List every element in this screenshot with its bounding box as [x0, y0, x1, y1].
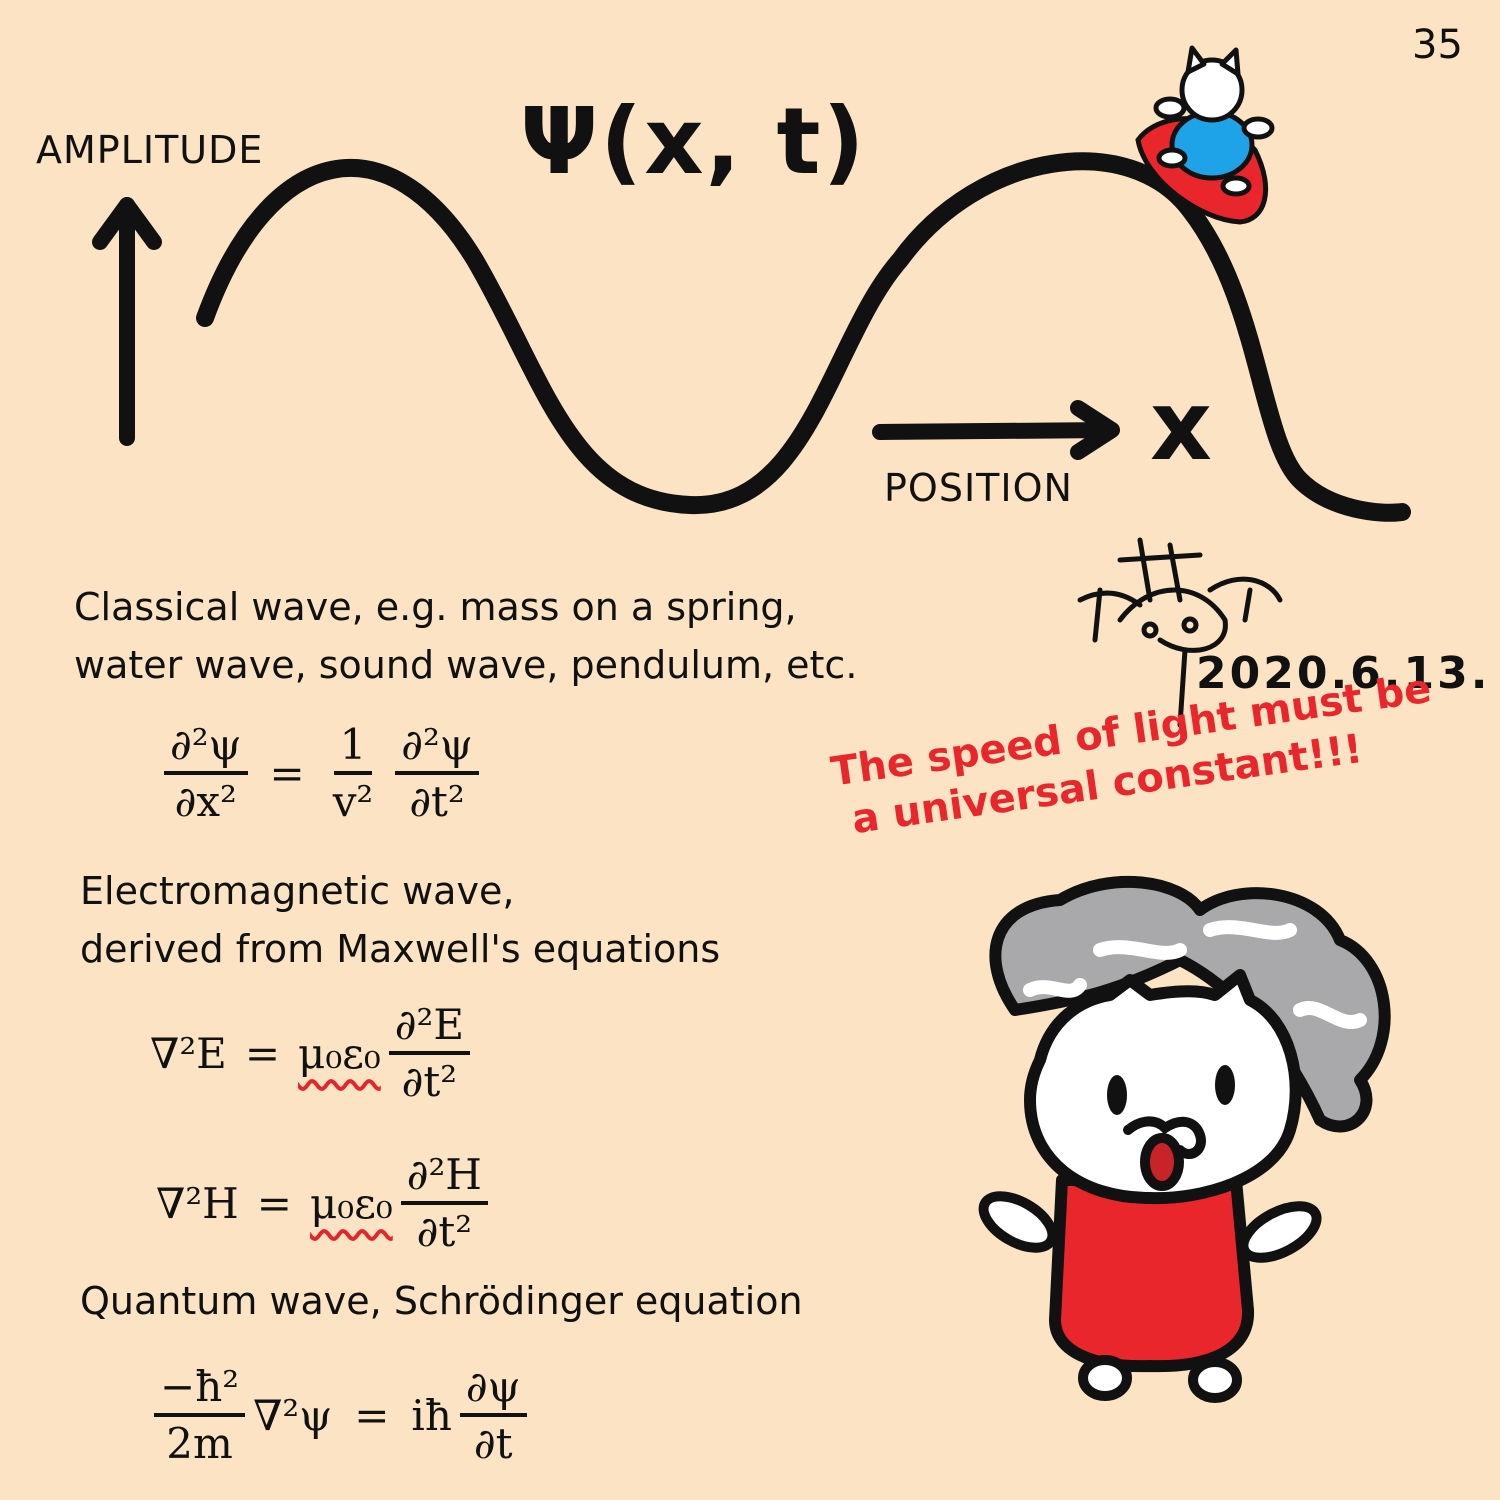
- classical-line-2: water wave, sound wave, pendulum, etc.: [74, 643, 858, 687]
- character-right-arm: [1238, 1201, 1322, 1263]
- maxwell-e-rhs-fraction: ∂²E ∂t²: [388, 1000, 470, 1106]
- classical-coefficient-denominator: v²: [332, 777, 374, 826]
- em-line-1: Electromagnetic wave,: [80, 869, 515, 913]
- amplitude-axis-arrow: [92, 197, 162, 446]
- classical-wave-description: Classical wave, e.g. mass on a spring, w…: [74, 578, 857, 694]
- character-right-foot: [1188, 1357, 1242, 1403]
- einstein-cat-character: [978, 875, 1391, 1403]
- maxwell-h-rhs-numerator: ∂²H: [400, 1150, 488, 1205]
- wavefunction-title: Ψ(x, t): [520, 88, 867, 195]
- signature-date: 2020.6.13.: [1196, 648, 1491, 699]
- schrodinger-coefficient-denominator: 2m: [166, 1419, 233, 1468]
- page-number: 35: [1412, 22, 1463, 68]
- character-head: [1024, 969, 1302, 1205]
- classical-wave-equation: ∂²ψ ∂x² = 1 v² ∂²ψ ∂t²: [156, 720, 487, 826]
- classical-line-1: Classical wave, e.g. mass on a spring,: [74, 585, 797, 629]
- amplitude-label: AMPLITUDE: [36, 128, 264, 172]
- character-left-eye: [1107, 1075, 1127, 1115]
- classical-lhs-numerator: ∂²ψ: [164, 720, 248, 775]
- maxwell-h-equals: =: [256, 1178, 292, 1228]
- schrodinger-equation: −ħ² 2m ∇²ψ = iħ ∂ψ ∂t: [146, 1362, 535, 1468]
- classical-coefficient-fraction: 1 v²: [327, 720, 380, 826]
- em-line-2: derived from Maxwell's equations: [80, 927, 721, 971]
- classical-lhs-fraction: ∂²ψ ∂x²: [164, 720, 248, 826]
- maxwell-e-equals: =: [244, 1028, 281, 1078]
- maxwell-e-equation: ∇²E = μ₀ε₀ ∂²E ∂t²: [150, 1000, 478, 1106]
- schrodinger-equals: =: [354, 1390, 390, 1440]
- wave-curve: [196, 152, 1411, 522]
- classical-lhs-denominator: ∂x²: [174, 777, 237, 826]
- maxwell-h-rhs-denominator: ∂t²: [416, 1207, 473, 1256]
- character-left-foot: [1078, 1355, 1132, 1401]
- maxwell-e-rhs-denominator: ∂t²: [401, 1057, 458, 1106]
- maxwell-h-lhs: ∇²H: [156, 1178, 239, 1228]
- character-right-eye: [1215, 1065, 1235, 1105]
- schrodinger-coefficient-fraction: −ħ² 2m: [154, 1362, 246, 1468]
- surfing-cat: [1135, 45, 1275, 225]
- x-axis-symbol: x: [1150, 370, 1212, 482]
- schrodinger-rhs-fraction: ∂ψ ∂t: [459, 1362, 527, 1468]
- character-mustache: [1123, 1116, 1206, 1159]
- schrodinger-rhs-numerator: ∂ψ: [459, 1362, 527, 1417]
- character-mouth: [1140, 1133, 1184, 1191]
- maxwell-h-equation: ∇²H = μ₀ε₀ ∂²H ∂t²: [156, 1150, 496, 1256]
- maxwell-h-coefficient: μ₀ε₀: [310, 1178, 393, 1228]
- em-wave-description: Electromagnetic wave, derived from Maxwe…: [80, 862, 720, 978]
- classical-coefficient-numerator: 1: [333, 720, 373, 775]
- schrodinger-coefficient-numerator: −ħ²: [154, 1362, 246, 1417]
- schrodinger-rhs-denominator: ∂t: [473, 1419, 513, 1468]
- quantum-wave-description: Quantum wave, Schrödinger equation: [80, 1279, 803, 1323]
- classical-rhs-denominator: ∂t²: [409, 777, 465, 826]
- character-body: [1049, 1174, 1255, 1373]
- character-left-arm: [978, 1191, 1058, 1253]
- classical-rhs-numerator: ∂²ψ: [395, 720, 479, 775]
- handwritten-signature: [1077, 537, 1283, 728]
- classical-rhs-fraction: ∂²ψ ∂t²: [395, 720, 479, 826]
- cat-head: [1179, 57, 1245, 123]
- maxwell-e-lhs: ∇²E: [150, 1028, 227, 1078]
- schrodinger-rhs-prefix: iħ: [411, 1390, 452, 1440]
- schrodinger-laplacian-term: ∇²ψ: [253, 1390, 333, 1440]
- position-axis-arrow: [872, 400, 1120, 460]
- classical-equals: =: [269, 748, 305, 798]
- maxwell-h-rhs-fraction: ∂²H ∂t²: [400, 1150, 488, 1256]
- maxwell-e-rhs-numerator: ∂²E: [388, 1000, 470, 1055]
- position-label: POSITION: [884, 466, 1073, 510]
- character-hair: [989, 875, 1391, 1133]
- maxwell-e-coefficient: μ₀ε₀: [298, 1028, 381, 1078]
